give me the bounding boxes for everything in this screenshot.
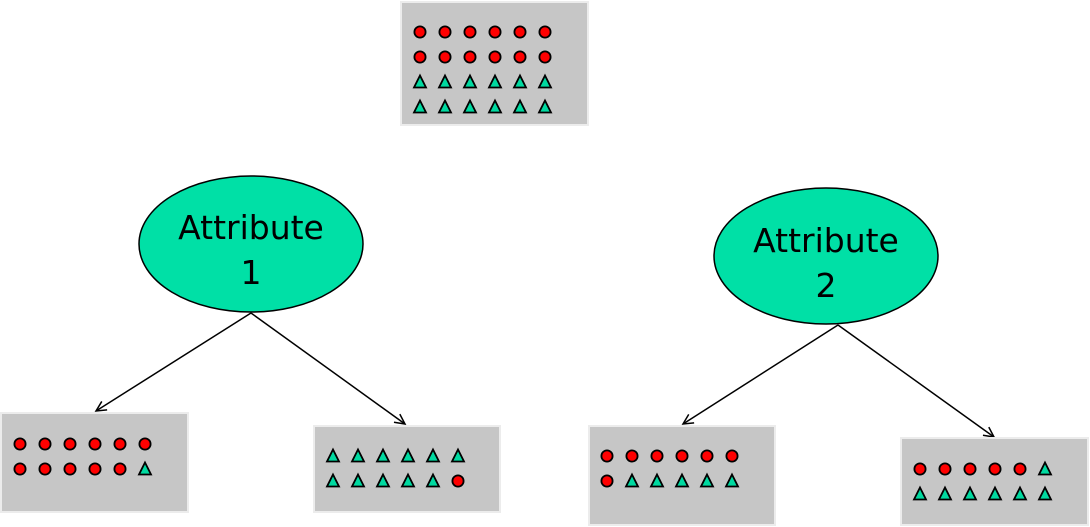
circle-sample-icon [438,25,452,39]
attribute-1-label-line2: 1 [241,253,262,292]
triangle-sample-icon [512,98,528,114]
triangle-sample-icon [350,447,366,463]
attribute-2-right-child-box [900,437,1089,526]
circle-sample-icon [88,437,102,451]
attribute-2-label-line2: 2 [816,266,837,305]
circle-sample-icon [438,50,452,64]
attr1-left-sample-marks [13,437,153,476]
edge-attr2-right [837,324,996,438]
edge-attr2-left [681,324,839,425]
attribute-2-subtree: Attribute 2 [588,187,1089,526]
circle-sample-icon [963,462,977,476]
circle-sample-icon [38,437,52,451]
triangle-sample-icon [350,472,366,488]
triangle-sample-icon [400,472,416,488]
circle-sample-icon [700,449,714,463]
triangle-sample-icon [325,447,341,463]
circle-sample-icon [38,462,52,476]
attr1-right-box-background [313,425,501,513]
triangle-sample-icon [425,447,441,463]
triangle-sample-icon [537,98,553,114]
triangle-sample-icon [1037,460,1053,476]
triangle-sample-icon [137,460,153,476]
triangle-sample-icon [412,98,428,114]
triangle-sample-icon [1012,485,1028,501]
circle-sample-icon [88,462,102,476]
triangle-sample-icon [437,73,453,89]
attr2-right-sample-marks [912,460,1053,501]
triangle-sample-icon [649,472,665,488]
triangle-sample-icon [400,447,416,463]
attribute-1-left-child-box [0,412,189,513]
triangle-sample-icon [724,472,740,488]
circle-sample-icon [913,462,927,476]
circle-sample-icon [488,25,502,39]
circle-sample-icon [13,437,27,451]
attr2-right-box-background [900,437,1089,526]
circle-sample-icon [63,437,77,451]
attribute-1-subtree: Attribute 1 [0,175,501,513]
circle-sample-icon [113,462,127,476]
circle-sample-icon [113,437,127,451]
circle-sample-icon [538,25,552,39]
circle-sample-icon [463,50,477,64]
edge-attr1-left [94,312,252,412]
triangle-sample-icon [412,73,428,89]
triangle-sample-icon [375,447,391,463]
circle-sample-icon [513,50,527,64]
triangle-sample-icon [674,472,690,488]
attr1-left-box-background [0,412,189,513]
triangle-sample-icon [462,98,478,114]
circle-sample-icon [650,449,664,463]
triangle-sample-icon [699,472,715,488]
attribute-2-label-line1: Attribute [753,221,899,260]
attribute-1-label-line1: Attribute [178,208,324,247]
circle-sample-icon [13,462,27,476]
triangle-sample-icon [437,98,453,114]
circle-sample-icon [413,25,427,39]
triangle-sample-icon [487,73,503,89]
triangle-sample-icon [462,73,478,89]
circle-sample-icon [463,25,477,39]
attribute-1-right-child-box [313,425,501,513]
circle-sample-icon [675,449,689,463]
circle-sample-icon [63,462,77,476]
attribute-1-node [138,175,364,313]
attr1-right-sample-marks [325,447,466,488]
attr2-left-sample-marks [600,449,740,488]
circle-sample-icon [988,462,1002,476]
root-sample-marks [412,25,553,114]
triangle-sample-icon [987,485,1003,501]
triangle-sample-icon [512,73,528,89]
attribute-2-node [713,187,939,325]
attribute-2-left-child-box [588,425,776,526]
circle-sample-icon [538,50,552,64]
circle-sample-icon [413,50,427,64]
circle-sample-icon [451,474,465,488]
circle-sample-icon [938,462,952,476]
triangle-sample-icon [962,485,978,501]
circle-sample-icon [600,474,614,488]
edge-attr1-right [250,312,407,425]
triangle-sample-icon [912,485,928,501]
triangle-sample-icon [375,472,391,488]
circle-sample-icon [488,50,502,64]
triangle-sample-icon [450,447,466,463]
circle-sample-icon [725,449,739,463]
triangle-sample-icon [487,98,503,114]
triangle-sample-icon [937,485,953,501]
triangle-sample-icon [624,472,640,488]
circle-sample-icon [625,449,639,463]
circle-sample-icon [138,437,152,451]
triangle-sample-icon [537,73,553,89]
circle-sample-icon [600,449,614,463]
triangle-sample-icon [425,472,441,488]
root-sample-box [400,1,589,126]
circle-sample-icon [513,25,527,39]
triangle-sample-icon [325,472,341,488]
circle-sample-icon [1013,462,1027,476]
triangle-sample-icon [1037,485,1053,501]
